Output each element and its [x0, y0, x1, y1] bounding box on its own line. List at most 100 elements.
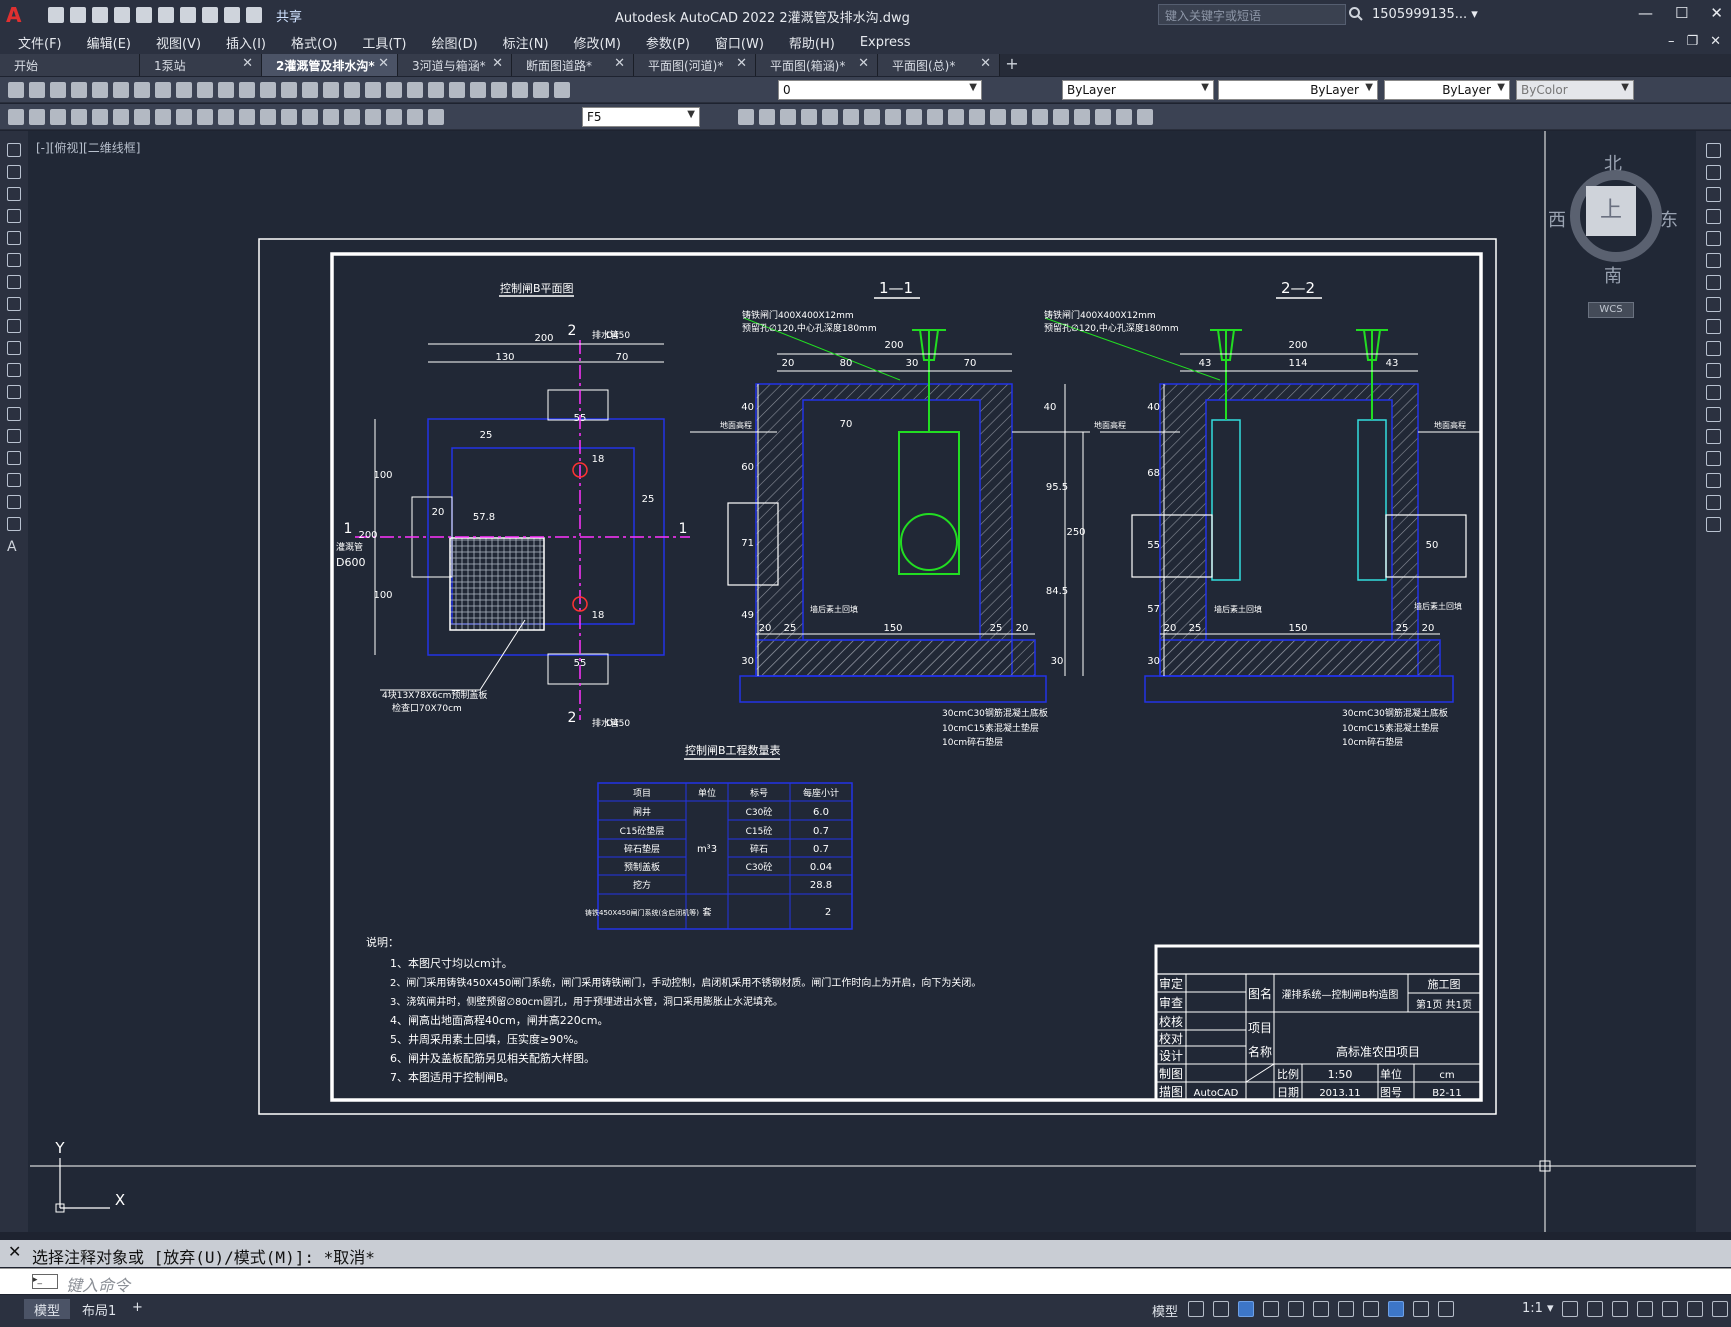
layer-on-icon[interactable]: [512, 82, 528, 98]
color-dropdown[interactable]: ByLayer▼: [1062, 80, 1214, 100]
ellipse-icon[interactable]: [7, 341, 21, 355]
gradient-icon[interactable]: [7, 473, 21, 487]
menu-format[interactable]: 格式(O): [291, 36, 338, 52]
viewport-controls[interactable]: [-][俯视][二维线框]: [36, 141, 141, 155]
trim-icon[interactable]: [927, 109, 943, 125]
quick-dim-icon[interactable]: [176, 109, 192, 125]
center-mark-icon[interactable]: [302, 109, 318, 125]
tab-pump-station[interactable]: 1泵站✕: [140, 54, 262, 76]
menu-window[interactable]: 窗口(W): [714, 36, 764, 52]
offset-icon[interactable]: [801, 109, 817, 125]
close-icon[interactable]: ✕: [492, 56, 503, 71]
revision-cloud-icon[interactable]: [7, 297, 21, 311]
quick-properties-icon[interactable]: [1637, 1301, 1653, 1317]
tab-start[interactable]: 开始: [0, 54, 140, 76]
web-open-icon[interactable]: [136, 7, 152, 23]
text-above-icon[interactable]: [1137, 109, 1153, 125]
web-save-icon[interactable]: [158, 7, 174, 23]
ellipse-arc-icon[interactable]: [7, 363, 21, 377]
chamfer-icon[interactable]: [1011, 109, 1027, 125]
pan-icon[interactable]: [260, 82, 276, 98]
insert-block-icon[interactable]: [7, 385, 21, 399]
tool-palettes-icon[interactable]: [386, 82, 402, 98]
trim-icon[interactable]: [1706, 341, 1721, 356]
chamfer-icon[interactable]: [1706, 451, 1721, 466]
publish-icon[interactable]: [113, 82, 129, 98]
erase-icon[interactable]: [738, 109, 754, 125]
close-icon[interactable]: ✕: [614, 56, 625, 71]
drawing-canvas[interactable]: [28, 131, 1696, 1232]
extend-icon[interactable]: [948, 109, 964, 125]
isodraft-icon[interactable]: [1288, 1301, 1304, 1317]
viewcube-west[interactable]: 西: [1548, 210, 1566, 231]
auto-scale-icon[interactable]: [1438, 1301, 1454, 1317]
tab-road-section[interactable]: 断面图道路*✕: [512, 54, 634, 76]
rectangle-icon[interactable]: [7, 231, 21, 245]
copy-icon[interactable]: [1706, 165, 1721, 180]
fillet-icon[interactable]: [1706, 473, 1721, 488]
close-icon[interactable]: ✕: [980, 56, 991, 71]
circle-icon[interactable]: [7, 275, 21, 289]
close-command-icon[interactable]: ✕: [8, 1242, 22, 1261]
new-tab-button[interactable]: +: [1005, 54, 1019, 73]
viewcube-compass-ring[interactable]: [1570, 170, 1662, 262]
new-icon[interactable]: [8, 82, 24, 98]
arc-icon[interactable]: [7, 253, 21, 267]
close-icon[interactable]: ✕: [858, 56, 869, 71]
zoom-previous-icon[interactable]: [323, 82, 339, 98]
search-icon[interactable]: [1348, 6, 1364, 22]
break-at-point-icon[interactable]: [1706, 385, 1721, 400]
annotation-visibility-icon[interactable]: [1413, 1301, 1429, 1317]
stretch-icon[interactable]: [1706, 319, 1721, 334]
explode-icon[interactable]: [1706, 517, 1721, 532]
save-icon[interactable]: [92, 7, 108, 23]
rotate-icon[interactable]: [1706, 275, 1721, 290]
stretch-icon[interactable]: [906, 109, 922, 125]
command-line[interactable]: ▸_ 键入命令: [0, 1268, 1731, 1295]
properties-icon[interactable]: [344, 82, 360, 98]
lineweight-dropdown[interactable]: ByLayer▼: [1384, 80, 1510, 100]
table-icon[interactable]: [7, 517, 21, 531]
mtext-icon[interactable]: A: [7, 539, 17, 555]
make-block-icon[interactable]: [7, 407, 21, 421]
dim-space-icon[interactable]: [239, 109, 255, 125]
fillet-icon[interactable]: [1032, 109, 1048, 125]
angular-dim-icon[interactable]: [155, 109, 171, 125]
close-icon[interactable]: ✕: [378, 56, 389, 71]
command-prompt-icon[interactable]: ▸_: [32, 1274, 58, 1289]
help-search-input[interactable]: 键入关键字或短语: [1158, 4, 1346, 25]
viewcube-north[interactable]: 北: [1604, 154, 1622, 175]
tab-river-culvert[interactable]: 3河道与箱涵*✕: [398, 54, 512, 76]
model-space-toggle[interactable]: 模型: [1152, 1305, 1179, 1320]
lineweight-icon[interactable]: [1363, 1301, 1379, 1317]
menu-tools[interactable]: 工具(T): [362, 36, 407, 52]
aligned-dim-icon[interactable]: [29, 109, 45, 125]
point-icon[interactable]: [7, 429, 21, 443]
menu-dimension[interactable]: 标注(N): [502, 36, 549, 52]
plotstyle-dropdown[interactable]: ByColor▼: [1516, 80, 1634, 100]
open-file-icon[interactable]: [70, 7, 86, 23]
help-icon[interactable]: [470, 82, 486, 98]
scale-icon[interactable]: [1706, 297, 1721, 312]
copy-object-icon[interactable]: [759, 109, 775, 125]
tab-plan-culvert[interactable]: 平面图(箱涵)*✕: [756, 54, 878, 76]
array-icon[interactable]: [822, 109, 838, 125]
dimstyle-dropdown[interactable]: F5▼: [582, 107, 700, 127]
offset-icon[interactable]: [1706, 209, 1721, 224]
line-icon[interactable]: [7, 143, 21, 157]
rotate-icon[interactable]: [864, 109, 880, 125]
jogged-dim-icon[interactable]: [113, 109, 129, 125]
clean-screen-icon[interactable]: [1687, 1301, 1703, 1317]
array-icon[interactable]: [1706, 231, 1721, 246]
close-icon[interactable]: ✕: [736, 56, 747, 71]
user-account[interactable]: 1505999135... ▾: [1372, 7, 1478, 22]
join-icon[interactable]: [1706, 429, 1721, 444]
open-icon[interactable]: [29, 82, 45, 98]
zoom-window-icon[interactable]: [302, 82, 318, 98]
paste-icon[interactable]: [176, 82, 192, 98]
print-icon[interactable]: [71, 82, 87, 98]
polar-icon[interactable]: [1263, 1301, 1279, 1317]
layout1-tab[interactable]: 布局1: [82, 1304, 117, 1319]
menu-parametric[interactable]: 参数(P): [645, 36, 690, 52]
mirror-icon[interactable]: [1706, 187, 1721, 202]
